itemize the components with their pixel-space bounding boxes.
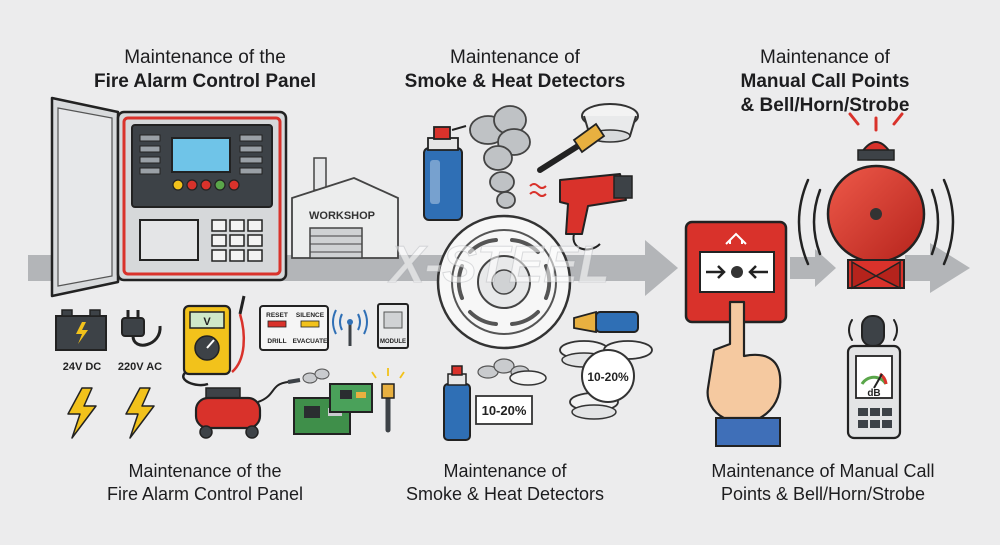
keypad-silence-label: SILENCE bbox=[296, 312, 325, 319]
caption-top-call-points-line3: & Bell/Horn/Strobe bbox=[740, 95, 910, 116]
smoke-detector-icon bbox=[436, 214, 572, 350]
caption-bottom-detectors-line2: Smoke & Heat Detectors bbox=[405, 484, 605, 504]
manual-call-point-icon bbox=[684, 220, 788, 324]
module-label: MODULE bbox=[380, 339, 406, 345]
circuit-board-icon bbox=[293, 383, 373, 435]
workshop-icon: WORKSHOP bbox=[291, 157, 399, 259]
caption-bottom-call-points-line1: Maintenance of Manual Call bbox=[711, 461, 935, 481]
caption-top-call-points-line2: Manual Call Points bbox=[740, 71, 910, 92]
keypad-drill-label: DRILL bbox=[267, 338, 286, 345]
concentration-badge-label: 10-20% bbox=[587, 370, 629, 384]
small-brush-icon bbox=[371, 368, 405, 433]
caption-bottom-call-points-line2: Points & Bell/Horn/Strobe bbox=[720, 484, 926, 504]
meter-display-label: V bbox=[203, 316, 211, 328]
power-plug-icon: 220V AC bbox=[118, 310, 162, 373]
watermark-logo: X-STEEL bbox=[387, 236, 610, 294]
caption-bottom-detectors: Maintenance of Smoke & Heat Detectors bbox=[360, 460, 650, 506]
caption-top-control-panel-line2: Fire Alarm Control Panel bbox=[93, 71, 317, 92]
caption-bottom-control-panel-line2: Fire Alarm Control Panel bbox=[106, 484, 304, 504]
caption-bottom-call-points: Maintenance of Manual Call Points & Bell… bbox=[668, 460, 978, 506]
detector-group-icon: 10-20% bbox=[559, 340, 653, 420]
sound-level-meter-icon: dB bbox=[846, 315, 902, 440]
flow-arrow bbox=[28, 240, 970, 296]
caption-top-call-points: Maintenance of Manual Call Points & Bell… bbox=[680, 46, 970, 118]
battery-icon: 24V DC bbox=[55, 309, 107, 373]
multimeter-icon: V bbox=[182, 295, 246, 387]
lightning-icon bbox=[67, 387, 155, 439]
keypad-evacuate-label: EVACUATE bbox=[293, 338, 328, 345]
caption-top-control-panel-line1: Maintenance of the bbox=[124, 47, 286, 68]
detector-tester-icon bbox=[573, 310, 639, 334]
aerosol-test-can-icon bbox=[443, 358, 547, 441]
caption-top-detectors-line1: Maintenance of bbox=[450, 47, 580, 68]
alarm-bell-icon bbox=[797, 112, 955, 290]
caption-top-detectors-line2: Smoke & Heat Detectors bbox=[404, 71, 626, 92]
mains-voltage-label: 220V AC bbox=[118, 361, 162, 373]
wireless-antenna-icon bbox=[332, 309, 368, 346]
workshop-label: WORKSHOP bbox=[309, 210, 375, 222]
sound-unit-label: dB bbox=[867, 388, 880, 399]
control-panel-icon bbox=[50, 96, 288, 298]
control-keypad-icon: RESET SILENCE DRILL EVACUATE bbox=[259, 305, 329, 351]
caption-bottom-detectors-line1: Maintenance of bbox=[443, 461, 567, 481]
cleaning-brush-icon bbox=[537, 122, 606, 173]
concentration-card-icon: 10-20% bbox=[475, 395, 533, 425]
battery-voltage-label: 24V DC bbox=[63, 361, 102, 373]
io-module-icon: MODULE bbox=[377, 303, 409, 349]
smoke-spray-can-icon bbox=[423, 125, 467, 221]
pressing-hand-icon bbox=[706, 300, 782, 447]
smoke-cloud-icon bbox=[469, 105, 531, 209]
concentration-card-label: 10-20% bbox=[482, 403, 527, 418]
air-compressor-icon bbox=[194, 368, 330, 439]
caption-top-control-panel: Maintenance of the Fire Alarm Control Pa… bbox=[60, 46, 350, 94]
keypad-reset-label: RESET bbox=[266, 312, 288, 319]
heat-gun-icon bbox=[529, 173, 633, 251]
caption-bottom-control-panel: Maintenance of the Fire Alarm Control Pa… bbox=[60, 460, 350, 506]
caption-top-detectors: Maintenance of Smoke & Heat Detectors bbox=[370, 46, 660, 94]
caption-top-call-points-line1: Maintenance of bbox=[760, 47, 890, 68]
caption-bottom-control-panel-line1: Maintenance of the bbox=[128, 461, 282, 481]
